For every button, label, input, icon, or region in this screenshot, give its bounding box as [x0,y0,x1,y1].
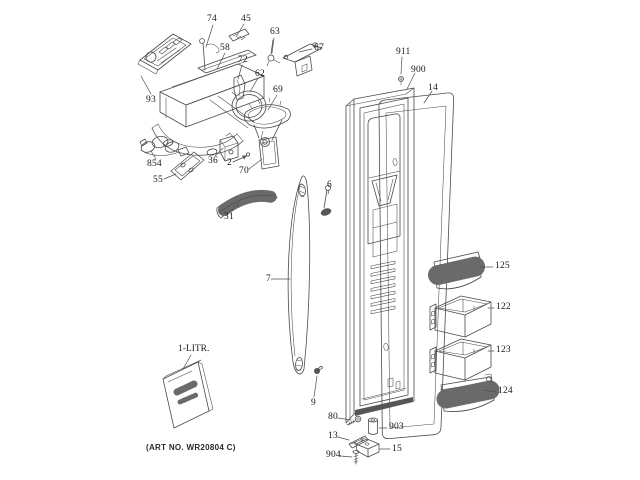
switch-36-art [219,132,239,162]
trim-ring-62-art [231,90,267,122]
callout-93: 93 [146,95,156,105]
callout-62: 62 [255,69,265,79]
tray-31-art [216,189,278,219]
screw-2-arrow-art [232,152,250,163]
basket-125-art [428,251,488,290]
bin-123-art [429,338,492,381]
door-stop-15-art [355,438,380,458]
callout-903: 903 [389,422,404,432]
callout-904: 904 [326,450,341,460]
screw-74-art [199,38,220,71]
art-number-note: (ART NO. WR20804 C) [146,443,236,452]
capacity-label: 1-LITR. [178,344,210,354]
callout-911: 911 [396,47,411,57]
callout-124: 124 [498,386,513,396]
screw-904-art [352,450,360,465]
callout-45: 45 [241,14,251,24]
handle-7-art [287,175,311,375]
callout-63: 63 [270,27,280,37]
callout-70: 70 [239,166,249,176]
screw-911-art [398,76,404,86]
bin-122-art [429,295,492,338]
shim-13-art [348,435,369,449]
screw-63-art [266,39,281,67]
callout-900: 900 [411,65,426,75]
harness-854-art [139,135,190,157]
funnel-69-art [243,97,291,147]
liter-panel-art [162,359,214,429]
callout-123: 123 [496,345,511,355]
callout-125: 125 [495,261,510,271]
callout-13: 13 [328,431,338,441]
callout-58: 58 [220,43,230,53]
callout-80: 80 [328,412,338,422]
callout-72: 72 [238,55,248,65]
callout-9: 9 [311,398,316,408]
bracket-67-art [282,42,323,77]
callout-15: 15 [392,444,402,454]
bushing-903-art [368,417,378,435]
gasket-14-art [378,92,455,440]
door-panel-art [345,87,415,424]
callout-7: 7 [266,274,271,284]
callout-14: 14 [428,83,438,93]
callout-6: 6 [327,180,332,190]
callout-36: 36 [208,156,218,166]
callout-854: 854 [147,159,162,169]
flap-70-art [258,130,280,170]
basket-124-art [436,373,500,412]
stud-6-art [320,185,332,216]
callout-2: 2 [227,158,232,168]
callout-67: 67 [314,43,324,53]
screw-80-art [346,415,362,426]
callout-69: 69 [273,85,283,95]
leader-lines [140,23,497,458]
callout-74: 74 [207,14,217,24]
dispenser-housing-art [151,49,265,156]
plate-55-art [170,151,205,181]
callout-55: 55 [153,175,163,185]
screw-9-art [314,366,323,374]
callout-122: 122 [496,302,511,312]
bracket-45-art [228,28,250,42]
faceplate-93-art [137,33,192,75]
callout-31: 31 [224,212,234,222]
